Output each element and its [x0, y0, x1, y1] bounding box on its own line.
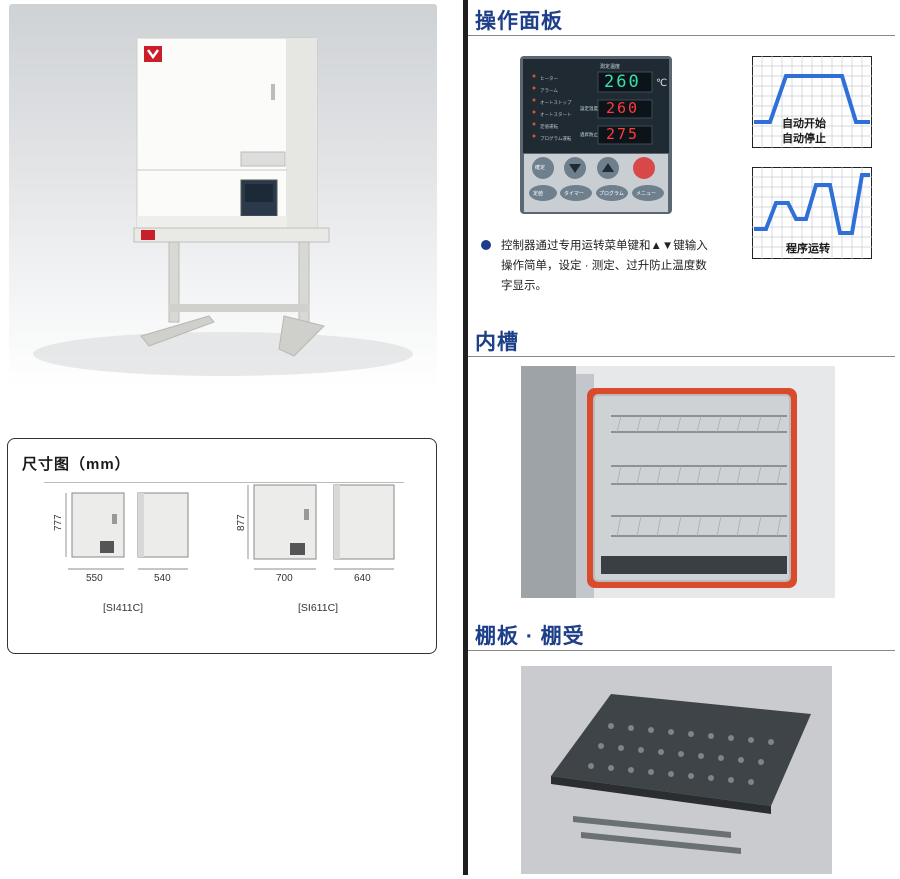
- dimension-divider: [44, 482, 404, 483]
- si611c-depth: 640: [354, 573, 371, 584]
- si411c-width: 550: [86, 573, 103, 584]
- dimension-diagram: 尺寸图（mm） 550 540 777 700 640 877 [SI411C]…: [7, 438, 437, 654]
- menu-button[interactable]: メニュー: [636, 191, 657, 197]
- si411c-depth: 540: [154, 573, 171, 584]
- measured-temperature-display: 260: [604, 72, 641, 92]
- bullet-icon: [481, 240, 491, 250]
- program-operation-label: 程序运转: [786, 243, 830, 255]
- timer-button[interactable]: タイマー: [564, 191, 585, 197]
- section-divider: [468, 35, 895, 36]
- program-graph-svg: [752, 167, 872, 259]
- si611c-width: 700: [276, 573, 293, 584]
- section-title-chamber: 内槽: [475, 331, 519, 354]
- si411c-height: 777: [53, 514, 64, 531]
- auto-stop-label: 自动停止: [782, 133, 826, 145]
- set-temperature-display: 260: [606, 99, 640, 117]
- indicator-alarm: アラーム: [540, 88, 558, 93]
- inner-chamber-photo: [521, 366, 835, 598]
- confirm-button[interactable]: 確定: [535, 165, 546, 171]
- auto-graph-svg: [752, 56, 872, 148]
- indicator-auto-stop: オートストップ: [540, 100, 572, 105]
- si411c-model-label: [SI411C]: [103, 602, 144, 614]
- shelf-photo: [521, 666, 832, 874]
- section-divider: [468, 650, 895, 651]
- section-title-shelf: 棚板 · 棚受: [475, 625, 585, 648]
- indicator-auto-start: オートスタート: [540, 112, 572, 117]
- control-panel-illustration: [520, 56, 672, 214]
- over-temp-label: 過昇防止: [580, 132, 598, 137]
- chamber-illustration: [521, 366, 835, 598]
- indicator-fixed-value: 定値運転: [540, 124, 558, 129]
- program-operation-graph: 程序运转: [752, 167, 872, 259]
- product-photo: [9, 4, 437, 387]
- si611c-height: 877: [236, 514, 247, 531]
- section-bar: [463, 0, 468, 875]
- dimension-drawings: [65, 484, 395, 570]
- dimension-title: 尺寸图（mm）: [22, 456, 131, 473]
- indicator-list: ヒーター アラーム オートストップ オートスタート 定値運転 プログラム運転: [540, 73, 572, 145]
- oven-illustration: [33, 37, 413, 376]
- shelf-illustration: [521, 666, 832, 874]
- fixed-value-button[interactable]: 定値: [533, 191, 544, 197]
- indicator-program: プログラム運転: [540, 136, 572, 141]
- set-temperature-label: 設定温度: [580, 106, 598, 111]
- section-divider: [468, 356, 895, 357]
- auto-start-stop-graph: 自动开始 自动停止: [752, 56, 872, 148]
- section-title-operation-panel: 操作面板: [475, 10, 563, 33]
- control-panel-photo: 測定温度 260 ℃ 設定温度 260 過昇防止 275 ヒーター アラーム オ…: [520, 56, 672, 214]
- auto-start-label: 自动开始: [782, 118, 826, 130]
- indicator-heater: ヒーター: [540, 76, 558, 81]
- over-temp-display: 275: [606, 125, 640, 143]
- si611c-model-label: [SI611C]: [298, 602, 339, 614]
- program-button[interactable]: プログラム: [599, 191, 624, 197]
- brand-logo: [144, 46, 162, 62]
- display-header-label: 測定温度: [600, 64, 621, 70]
- celsius-unit: ℃: [656, 78, 668, 89]
- operation-description-text: 控制器通过专用运转菜单键和▲▼键输入操作简单，设定 · 测定、过升防止温度数字显…: [501, 240, 708, 292]
- operation-description: 控制器通过专用运转菜单键和▲▼键输入操作简单，设定 · 测定、过升防止温度数字显…: [479, 236, 709, 296]
